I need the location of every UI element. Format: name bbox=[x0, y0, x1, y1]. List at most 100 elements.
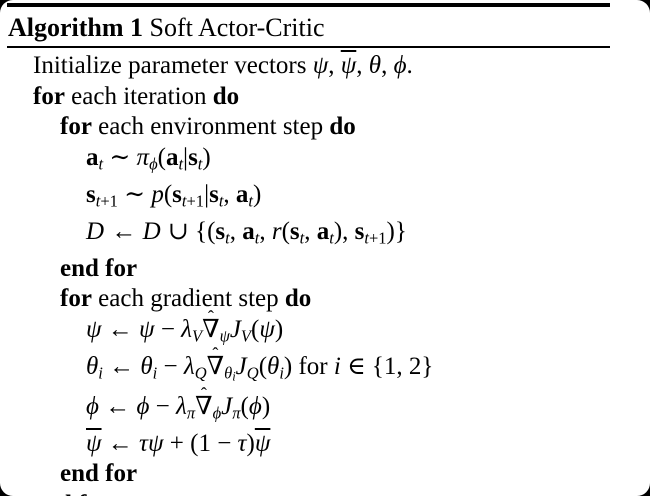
token: do bbox=[212, 82, 240, 110]
token: do bbox=[329, 113, 356, 140]
token: ∇ bbox=[195, 392, 213, 420]
token: ) bbox=[261, 392, 271, 420]
token: ) bbox=[274, 315, 284, 343]
token: p bbox=[151, 180, 164, 208]
token: a bbox=[242, 217, 255, 245]
token: ( bbox=[258, 352, 268, 380]
token: , bbox=[223, 180, 236, 208]
token: ) bbox=[202, 143, 211, 171]
token: J bbox=[235, 352, 247, 380]
token: for bbox=[60, 113, 92, 140]
token: t bbox=[329, 228, 334, 248]
token: a bbox=[165, 143, 179, 171]
token: | bbox=[204, 180, 210, 208]
token: ψ bbox=[86, 315, 102, 343]
token: t bbox=[178, 154, 184, 174]
token: V bbox=[192, 326, 203, 346]
token: , bbox=[304, 217, 317, 245]
token: t bbox=[98, 154, 104, 174]
token: a bbox=[235, 180, 249, 208]
token: ), bbox=[333, 217, 355, 245]
token: ψ bbox=[312, 52, 329, 79]
token: each iteration bbox=[64, 82, 213, 110]
token: ( bbox=[251, 315, 260, 343]
token: ϕ bbox=[86, 392, 99, 420]
token: s bbox=[289, 217, 300, 245]
token: θ bbox=[140, 352, 153, 380]
token: s bbox=[209, 180, 219, 208]
hat-accent: ˆ bbox=[207, 306, 214, 327]
token: ϕ bbox=[248, 392, 262, 420]
hat-nabla-symbol: ˆ∇ bbox=[195, 385, 213, 423]
header-rule bbox=[7, 46, 610, 48]
token: s bbox=[86, 180, 96, 208]
token: +1 bbox=[186, 191, 205, 211]
token: t bbox=[254, 228, 260, 248]
token: for bbox=[33, 82, 65, 110]
token: Q bbox=[194, 363, 207, 383]
token: J bbox=[221, 392, 233, 420]
token: ) for bbox=[283, 352, 334, 380]
algorithm-title: Soft Actor-Critic bbox=[143, 13, 325, 42]
token: ( bbox=[157, 143, 166, 171]
token: τ bbox=[237, 429, 247, 457]
token: end for bbox=[60, 460, 138, 488]
algorithm-line: at ∼ πϕ(at|st) bbox=[7, 143, 610, 180]
token: t bbox=[364, 228, 369, 248]
algorithm-line: for each gradient step do bbox=[7, 284, 610, 315]
token: r bbox=[271, 217, 282, 245]
algorithm-box: Algorithm 1 Soft Actor-Critic Initialize… bbox=[7, 0, 610, 496]
token: , bbox=[259, 217, 272, 245]
token: ∼ bbox=[117, 180, 152, 208]
token: ( bbox=[240, 392, 249, 420]
hat-accent: ˆ bbox=[212, 343, 219, 364]
token: i bbox=[98, 363, 103, 383]
token: D bbox=[142, 217, 161, 245]
token: ) bbox=[253, 180, 262, 208]
token: θ bbox=[86, 352, 99, 380]
token: π bbox=[232, 403, 241, 423]
token: λ bbox=[176, 392, 187, 420]
token: ∇ bbox=[206, 352, 225, 380]
algorithm-body: Initialize parameter vectors ψ, ψ, θ, ϕ.… bbox=[7, 48, 610, 496]
token: D bbox=[86, 217, 105, 245]
algorithm-line: end for bbox=[7, 490, 610, 496]
token: V bbox=[240, 326, 252, 346]
token: each environment step bbox=[91, 113, 330, 140]
token: θ bbox=[368, 52, 382, 79]
hat-accent: ˆ bbox=[200, 383, 207, 404]
algorithm-line: ψ ← τψ + (1 − τ)ψ bbox=[7, 429, 610, 460]
token: a bbox=[86, 143, 99, 171]
token: i bbox=[333, 352, 341, 380]
token: ( bbox=[163, 180, 173, 208]
token: π bbox=[136, 143, 150, 171]
token: ϕ bbox=[136, 392, 150, 420]
token: , bbox=[381, 52, 394, 79]
token: t bbox=[218, 191, 224, 211]
algorithm-line: st+1 ∼ p(st+1|st, at) bbox=[7, 180, 610, 217]
token: ψ bbox=[340, 52, 357, 79]
token: , bbox=[356, 52, 369, 79]
token: J bbox=[229, 315, 241, 343]
top-rule bbox=[7, 3, 610, 7]
token: ← bbox=[101, 429, 140, 457]
token: i bbox=[279, 363, 284, 383]
token: − bbox=[154, 315, 182, 343]
token: Q bbox=[246, 363, 259, 383]
token: π bbox=[186, 403, 196, 423]
token: t bbox=[299, 228, 305, 248]
token: − bbox=[149, 392, 177, 420]
hat-nabla-symbol: ˆ∇ bbox=[206, 345, 225, 383]
token: each gradient step bbox=[91, 285, 285, 313]
token: end for bbox=[60, 254, 138, 282]
token: end for bbox=[33, 491, 110, 496]
algorithm-line: D ← D ∪ {(st, at, r(st, at), st+1)} bbox=[7, 217, 610, 254]
token: ψ bbox=[259, 315, 275, 343]
token: ϕ bbox=[393, 52, 407, 79]
token: ( bbox=[281, 217, 290, 245]
token: ψ bbox=[219, 326, 230, 346]
token: for bbox=[60, 285, 92, 313]
token: t bbox=[197, 154, 203, 174]
